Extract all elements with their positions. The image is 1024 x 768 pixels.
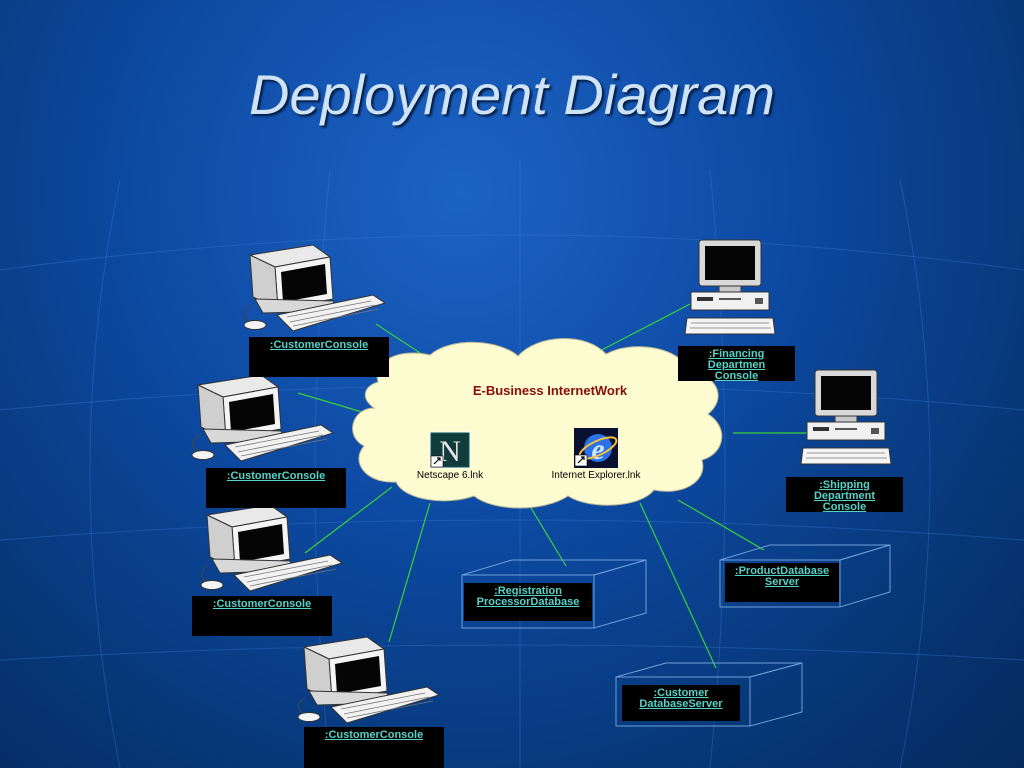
customer-console-label-3: :CustomerConsole [192,596,332,636]
internet-explorer-icon[interactable]: e [574,428,619,468]
financing-console-computer [684,239,776,335]
link-console-3 [304,486,393,554]
customer-database-server-box [615,662,803,727]
financing-department-console-label: :Financing Departmen Console [678,346,795,382]
svg-text:N: N [439,435,461,468]
shipping-department-console-label: :Shipping Department Console [786,477,903,513]
product-database-server-label: :ProductDatabase Server [725,563,839,602]
customer-console-computer-1 [243,244,386,332]
registration-database-box [461,559,647,629]
link-customer-db [639,502,717,669]
netscape-icon[interactable]: N [429,431,471,469]
product-database-server-box [719,544,891,608]
customer-console-computer-2 [191,374,334,462]
customer-console-label-1: :CustomerConsole [249,337,389,377]
customer-console-label-2: :CustomerConsole [206,468,346,508]
link-console-4 [388,502,431,643]
link-registration-db [527,502,567,567]
link-financing [593,303,691,355]
customer-console-computer-4 [297,636,440,724]
link-console-2 [297,392,363,413]
shipping-console-computer [800,369,892,465]
link-product-db [677,499,765,551]
customer-console-label-4: :CustomerConsole [304,727,444,768]
customer-database-server-label: :Customer DatabaseServer [622,685,740,721]
internetwork-title: E-Business InternetWork [472,383,628,398]
slide-title: Deployment Diagram [249,63,775,126]
internet-explorer-shortcut-label[interactable]: Internet Explorer.lnk [551,470,641,481]
registration-processor-database-label: :Registration ProcessorDatabase [464,583,592,621]
netscape-shortcut-label[interactable]: Netscape 6.lnk [416,470,484,481]
internetwork-cloud [352,338,723,509]
customer-console-computer-3 [200,504,343,592]
